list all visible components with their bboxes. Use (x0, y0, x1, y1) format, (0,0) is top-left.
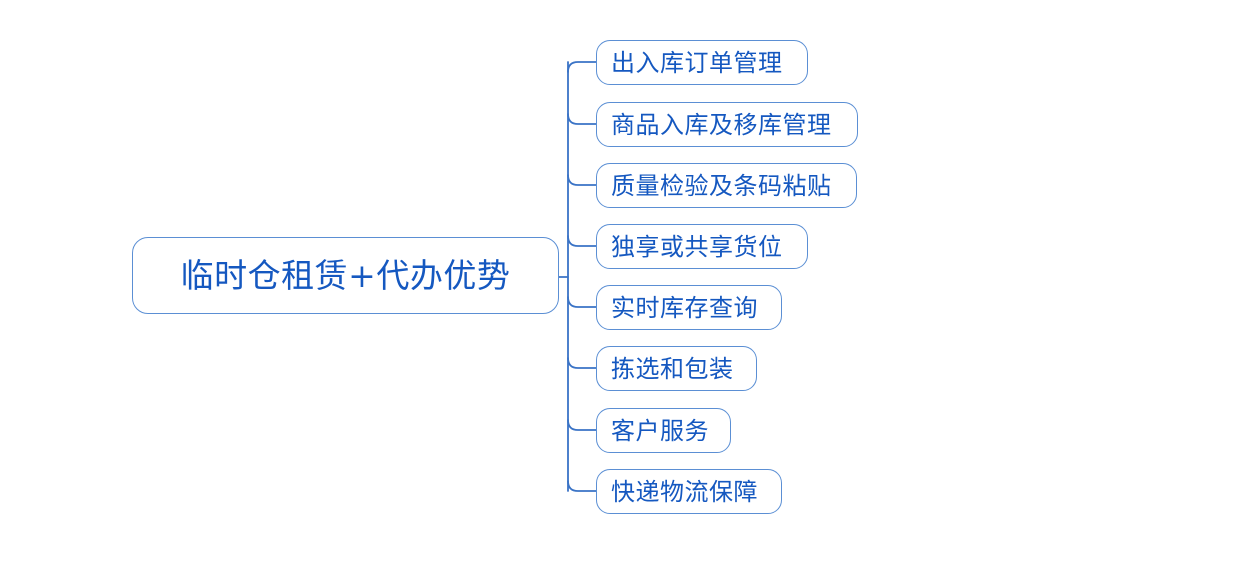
branch-node-6[interactable]: 拣选和包装 (596, 346, 757, 391)
branch-node-7[interactable]: 客户服务 (596, 408, 731, 453)
branch-node-1-label: 出入库订单管理 (611, 48, 783, 77)
branch-node-8-label: 快递物流保障 (611, 477, 758, 506)
branch-node-4[interactable]: 独享或共享货位 (596, 224, 808, 269)
branch-node-4-label: 独享或共享货位 (611, 232, 783, 261)
branch-node-7-label: 客户服务 (611, 416, 709, 445)
branch-node-2[interactable]: 商品入库及移库管理 (596, 102, 858, 147)
root-node-label: 临时仓租赁+代办优势 (180, 256, 511, 295)
branch-node-3[interactable]: 质量检验及条码粘贴 (596, 163, 857, 208)
branch-node-6-label: 拣选和包装 (611, 354, 734, 383)
connector-branch-2 (567, 113, 597, 125)
connector-branch-5 (567, 296, 597, 308)
connector-branch-4 (567, 235, 597, 247)
branch-node-3-label: 质量检验及条码粘贴 (611, 171, 832, 200)
connector-branch-8 (567, 480, 597, 492)
root-node[interactable]: 临时仓租赁+代办优势 (132, 237, 559, 314)
branch-node-5-label: 实时库存查询 (611, 293, 758, 322)
connector-branch-1 (567, 61, 597, 73)
branch-node-5[interactable]: 实时库存查询 (596, 285, 782, 330)
connector-branch-3 (567, 174, 597, 186)
branch-node-8[interactable]: 快递物流保障 (596, 469, 782, 514)
connector-branch-6 (567, 357, 597, 369)
branch-node-2-label: 商品入库及移库管理 (611, 110, 832, 139)
branch-node-1[interactable]: 出入库订单管理 (596, 40, 808, 85)
connector-branch-7 (567, 419, 597, 431)
